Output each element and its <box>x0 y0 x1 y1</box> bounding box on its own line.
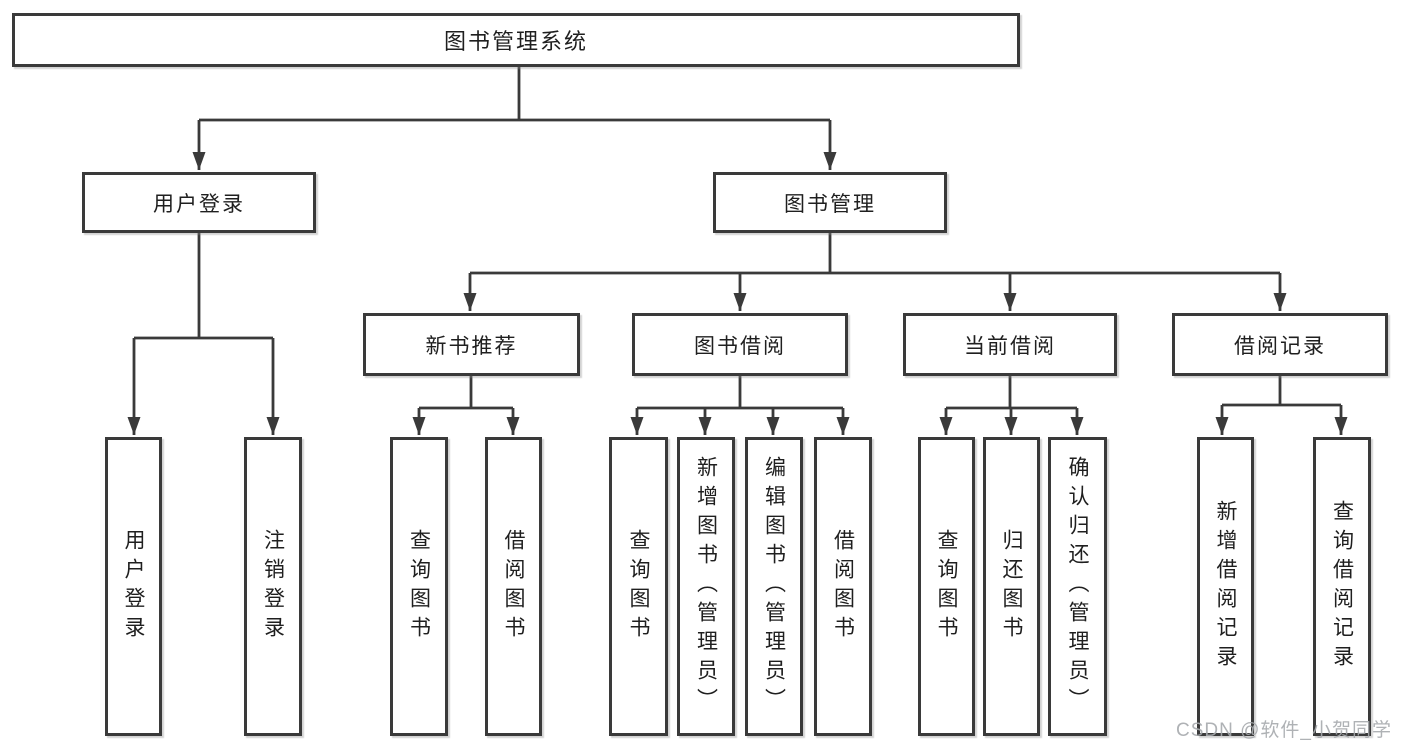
leaf-add-book-admin-label: 新增图书（管理员） <box>694 456 718 717</box>
leaf-user-login-label: 用户登录 <box>122 528 145 645</box>
leaf-return-book: 归还图书 <box>983 437 1040 736</box>
leaf-return-book-label: 归还图书 <box>1000 528 1023 645</box>
connector-root-to-level1 <box>192 67 837 170</box>
leaf-user-login: 用户登录 <box>105 437 162 736</box>
leaf-query-borrow-record-label: 查询借阅记录 <box>1330 499 1354 674</box>
connector-new-book-recommend-children <box>412 376 520 435</box>
node-new-book-recommend: 新书推荐 <box>363 313 580 376</box>
leaf-edit-book-admin-label: 编辑图书（管理员） <box>762 456 786 717</box>
node-book-management-label: 图书管理 <box>784 192 876 216</box>
node-root: 图书管理系统 <box>12 13 1020 67</box>
csdn-watermark: CSDN @软件_小贺同学 <box>1176 720 1392 741</box>
node-borrowing-records: 借阅记录 <box>1172 313 1388 376</box>
connector-user-login-children <box>127 233 280 435</box>
node-root-label: 图书管理系统 <box>443 29 588 54</box>
leaf-query-book-current-label: 查询图书 <box>935 528 958 645</box>
leaf-logout: 注销登录 <box>244 437 302 736</box>
node-user-login-label: 用户登录 <box>153 192 245 216</box>
leaf-add-book-admin: 新增图书（管理员） <box>677 437 735 736</box>
leaf-borrow-book-borrowing: 借阅图书 <box>814 437 872 736</box>
node-book-management: 图书管理 <box>713 172 947 233</box>
node-current-borrowing-label: 当前借阅 <box>964 334 1056 358</box>
connector-book-management-children <box>463 233 1287 311</box>
leaf-borrow-book-borrowing-label: 借阅图书 <box>831 528 855 645</box>
leaf-add-borrow-record: 新增借阅记录 <box>1197 437 1254 736</box>
leaf-query-book-recommend-label: 查询图书 <box>407 528 431 645</box>
leaf-confirm-return-admin: 确认归还（管理员） <box>1048 437 1107 736</box>
connector-book-borrowing-children <box>630 376 850 435</box>
node-user-login: 用户登录 <box>82 172 316 233</box>
leaf-query-book-recommend: 查询图书 <box>390 437 448 736</box>
connector-borrowing-records-children <box>1215 376 1348 435</box>
leaf-logout-label: 注销登录 <box>261 528 285 645</box>
leaf-borrow-book-recommend-label: 借阅图书 <box>502 528 525 645</box>
leaf-confirm-return-admin-label: 确认归还（管理员） <box>1066 456 1089 717</box>
node-book-borrowing: 图书借阅 <box>632 313 848 376</box>
connector-current-borrowing-children <box>939 376 1084 435</box>
leaf-edit-book-admin: 编辑图书（管理员） <box>745 437 803 736</box>
leaf-query-borrow-record: 查询借阅记录 <box>1313 437 1371 736</box>
leaf-query-book-borrowing-label: 查询图书 <box>627 528 650 645</box>
leaf-query-book-borrowing: 查询图书 <box>609 437 668 736</box>
leaf-borrow-book-recommend: 借阅图书 <box>485 437 542 736</box>
leaf-query-book-current: 查询图书 <box>918 437 975 736</box>
leaf-add-borrow-record-label: 新增借阅记录 <box>1214 499 1237 674</box>
node-borrowing-records-label: 借阅记录 <box>1234 334 1326 358</box>
node-book-borrowing-label: 图书借阅 <box>694 334 786 358</box>
node-new-book-recommend-label: 新书推荐 <box>425 334 518 358</box>
node-current-borrowing: 当前借阅 <box>903 313 1117 376</box>
